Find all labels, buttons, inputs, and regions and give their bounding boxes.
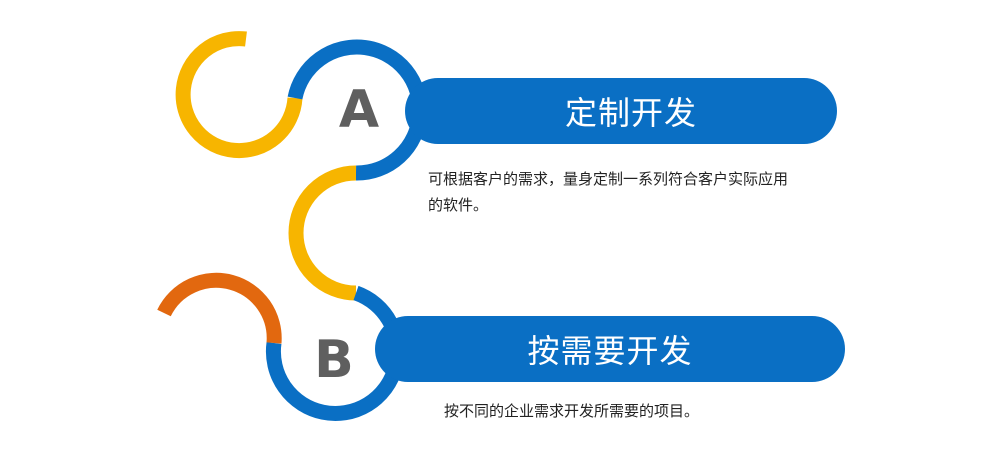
letter-b: B	[314, 330, 354, 390]
blue-arc-a	[287, 39, 428, 181]
orange-arc-bottom	[157, 272, 282, 344]
title-a: 定制开发	[564, 94, 697, 132]
letter-a: A	[338, 80, 380, 140]
title-pill-a: 定制开发	[405, 78, 837, 144]
description-a: 可根据客户的需求，量身定制一系列符合客户实际应用的软件。	[428, 170, 789, 214]
yellow-arc-top	[175, 31, 303, 159]
blue-arc-b	[265, 285, 405, 421]
yellow-arc-middle	[288, 165, 357, 301]
title-b: 按需要开发	[527, 332, 693, 370]
description-b: 按不同的企业需求开发所需要的项目。	[444, 402, 700, 420]
title-pill-b: 按需要开发	[375, 316, 845, 382]
